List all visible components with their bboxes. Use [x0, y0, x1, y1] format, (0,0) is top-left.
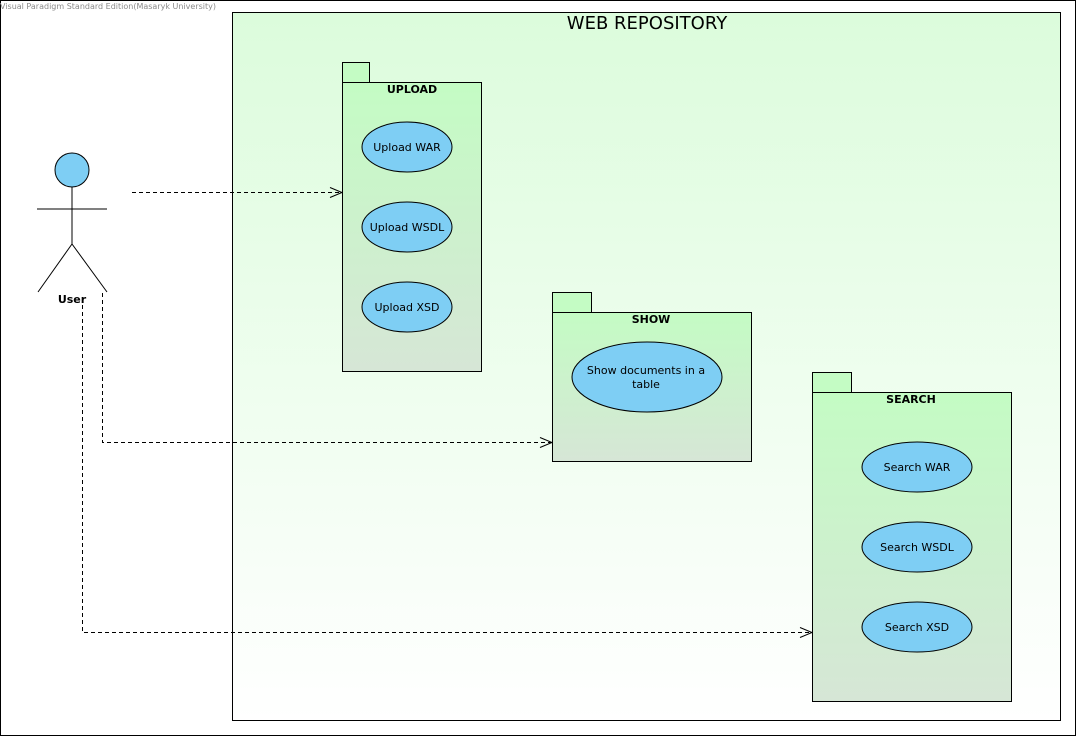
- dependency-arrow-show[interactable]: [102, 293, 553, 443]
- package-tab: [342, 62, 370, 83]
- actor-left-leg: [37, 243, 73, 293]
- package-upload[interactable]: UPLOAD Upload WAR Upload WSDL Upload XSD: [342, 62, 482, 372]
- package-title-search: SEARCH: [886, 393, 936, 406]
- use-case-label: Search WAR: [884, 461, 951, 474]
- use-case-label-line2: table: [632, 378, 660, 391]
- use-case-search-wsdl[interactable]: Search WSDL: [861, 521, 973, 573]
- watermark: Visual Paradigm Standard Edition(Masaryk…: [0, 2, 216, 11]
- use-case-label: Upload XSD: [374, 301, 439, 314]
- actor-user[interactable]: User: [37, 152, 108, 306]
- actor-head: [54, 152, 90, 188]
- use-case-label: Upload WAR: [373, 141, 441, 154]
- use-case-show-documents[interactable]: Show documents in a table: [571, 341, 723, 413]
- use-case-label: Search WSDL: [880, 541, 955, 554]
- package-title-upload: UPLOAD: [387, 83, 437, 96]
- actor-right-leg: [71, 243, 108, 293]
- use-case-label: Upload WSDL: [370, 221, 445, 234]
- use-case-label: Search XSD: [885, 621, 949, 634]
- use-case-search-war[interactable]: Search WAR: [861, 441, 973, 493]
- dependencies: [82, 193, 813, 633]
- package-search[interactable]: SEARCH Search WAR Search WSDL Search XSD: [812, 372, 1012, 702]
- use-case-upload-wsdl[interactable]: Upload WSDL: [361, 201, 453, 253]
- use-case-label-line1: Show documents in a: [587, 364, 705, 377]
- dependency-arrow-search[interactable]: [82, 305, 813, 633]
- use-case-search-xsd[interactable]: Search XSD: [861, 601, 973, 653]
- use-case-upload-xsd[interactable]: Upload XSD: [361, 281, 453, 333]
- use-case-upload-war[interactable]: Upload WAR: [361, 121, 453, 173]
- system-title: WEB REPOSITORY: [567, 13, 728, 34]
- package-tab: [552, 292, 592, 313]
- package-show[interactable]: SHOW Show documents in a table: [552, 292, 752, 462]
- package-title-show: SHOW: [632, 313, 671, 326]
- actor-label: User: [58, 293, 87, 306]
- package-tab: [812, 372, 852, 393]
